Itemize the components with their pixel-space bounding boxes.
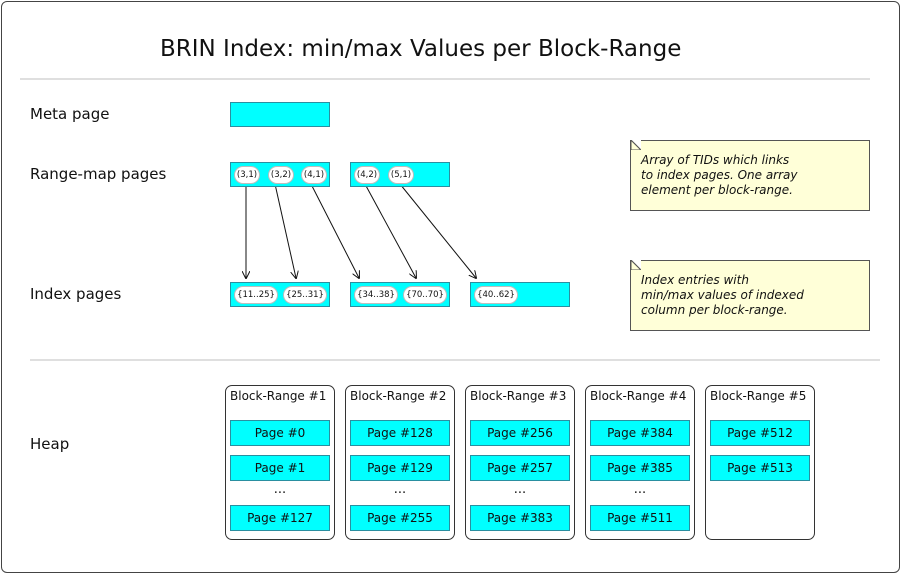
- heap-page: Page #256: [470, 420, 570, 446]
- range-map-page-1: (3,1) (3,2) (4,1): [230, 162, 330, 187]
- heap-page: Page #383: [470, 505, 570, 531]
- note-line: Array of TIDs which links: [641, 153, 790, 167]
- ellipsis: ...: [273, 482, 287, 497]
- arrow-32-to-index: [274, 183, 296, 278]
- heap-page: Page #255: [350, 505, 450, 531]
- arrow-51-to-index: [399, 183, 476, 278]
- heap-page: Page #513: [710, 455, 810, 481]
- heap-page: Page #128: [350, 420, 450, 446]
- note-line: column per block-range.: [641, 303, 788, 317]
- min-max-pill: {34..38}: [354, 286, 398, 304]
- heap-label: Heap: [30, 435, 70, 453]
- tid-pill: (3,1): [234, 166, 260, 184]
- block-range-title: Block-Range #5: [710, 389, 807, 403]
- arrow-42-to-index: [364, 183, 416, 278]
- note-line: to index pages. One array: [641, 168, 798, 182]
- ellipsis: ...: [393, 482, 407, 497]
- meta-page-box: [230, 102, 330, 127]
- heap-page: Page #0: [230, 420, 330, 446]
- heap-page: Page #385: [590, 455, 690, 481]
- range-map-note: Array of TIDs which links to index pages…: [630, 140, 870, 211]
- index-page-1: {11..25} {25..31}: [230, 282, 330, 307]
- block-range-title: Block-Range #4: [590, 389, 687, 403]
- heap-page: Page #384: [590, 420, 690, 446]
- note-fold-icon: [631, 260, 641, 270]
- min-max-pill: {40..62}: [474, 286, 518, 304]
- ellipsis: ...: [513, 482, 527, 497]
- diagram-title: BRIN Index: min/max Values per Block-Ran…: [160, 36, 682, 62]
- heap-page: Page #511: [590, 505, 690, 531]
- arrow-41-to-index: [310, 183, 359, 278]
- block-range-title: Block-Range #2: [350, 389, 447, 403]
- note-line: element per block-range.: [641, 183, 793, 197]
- meta-page-label: Meta page: [30, 105, 110, 123]
- heap-page: Page #257: [470, 455, 570, 481]
- block-range-1: Block-Range #1 Page #0 Page #1 ... Page …: [225, 385, 335, 540]
- range-map-pages-label: Range-map pages: [30, 165, 167, 183]
- tid-pill: (3,2): [268, 166, 294, 184]
- min-max-pill: {11..25}: [234, 286, 278, 304]
- block-range-title: Block-Range #3: [470, 389, 567, 403]
- block-range-2: Block-Range #2 Page #128 Page #129 ... P…: [345, 385, 455, 540]
- block-range-4: Block-Range #4 Page #384 Page #385 ... P…: [585, 385, 695, 540]
- note-line: min/max values of indexed: [641, 288, 804, 302]
- tid-pill: (4,1): [301, 166, 327, 184]
- block-range-title: Block-Range #1: [230, 389, 327, 403]
- note-fold-icon: [631, 140, 641, 150]
- index-note: Index entries with min/max values of ind…: [630, 260, 870, 331]
- tid-pill: (4,2): [354, 166, 380, 184]
- block-range-3: Block-Range #3 Page #256 Page #257 ... P…: [465, 385, 575, 540]
- heap-page: Page #512: [710, 420, 810, 446]
- ellipsis: ...: [633, 482, 647, 497]
- index-page-3: {40..62}: [470, 282, 570, 307]
- range-map-page-2: (4,2) (5,1): [350, 162, 450, 187]
- heap-page: Page #127: [230, 505, 330, 531]
- heap-page: Page #1: [230, 455, 330, 481]
- min-max-pill: {70..70}: [403, 286, 447, 304]
- note-line: Index entries with: [641, 273, 749, 287]
- min-max-pill: {25..31}: [283, 286, 327, 304]
- heap-page: Page #129: [350, 455, 450, 481]
- tid-pill: (5,1): [388, 166, 414, 184]
- index-pages-label: Index pages: [30, 285, 122, 303]
- index-page-2: {34..38} {70..70}: [350, 282, 450, 307]
- block-range-5: Block-Range #5 Page #512 Page #513: [705, 385, 815, 540]
